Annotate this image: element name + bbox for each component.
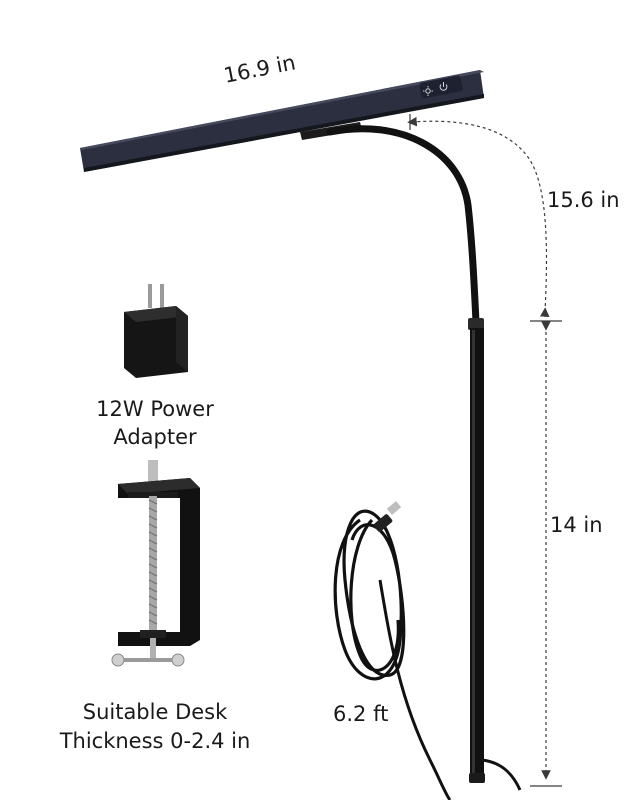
power-adapter-image	[124, 284, 188, 378]
gooseneck-arm	[326, 125, 480, 326]
gooseneck-dimension-line	[407, 114, 550, 318]
control-panel	[419, 75, 463, 99]
gooseneck-length-label: 15.6 in	[547, 188, 620, 212]
adapter-label-line1: 12W Power	[96, 397, 214, 421]
pole-length-label: 14 in	[550, 513, 603, 537]
pole-cable	[481, 758, 522, 791]
usb-cable-image	[333, 501, 452, 800]
clamp-label-line2: Thickness 0-2.4 in	[59, 729, 251, 753]
power-icon	[439, 82, 448, 91]
arm-joint	[468, 318, 484, 330]
lamp-pole	[469, 328, 485, 783]
light-bar	[80, 70, 484, 172]
cable-length-label: 6.2 ft	[333, 702, 389, 726]
sun-icon	[423, 86, 433, 96]
clamp-label-line1: Suitable Desk	[82, 700, 228, 724]
adapter-label-line2: Adapter	[113, 425, 197, 449]
desk-clamp-image	[111, 460, 200, 667]
pole-dimension-line	[530, 320, 562, 787]
